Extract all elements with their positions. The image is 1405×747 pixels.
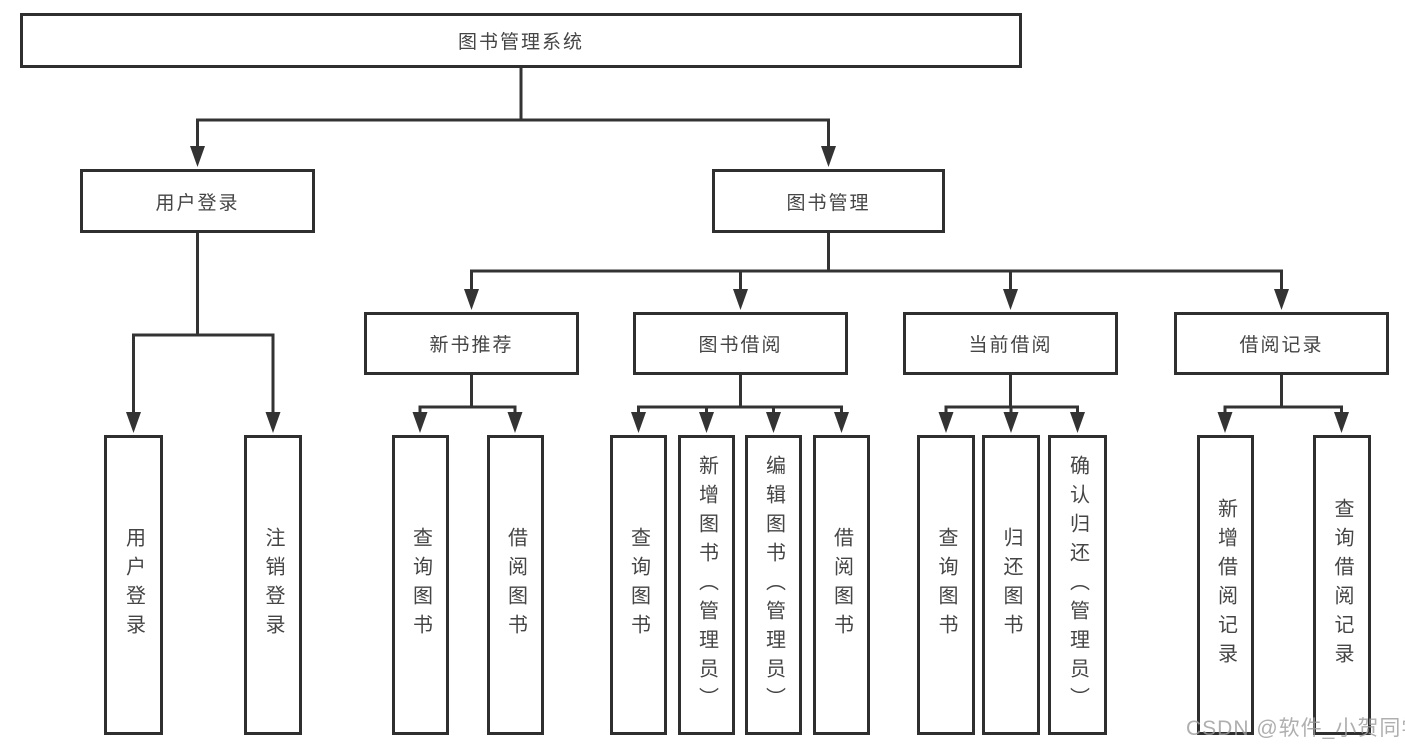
node-label: 借阅图书 (504, 527, 527, 643)
node-label: 查询图书 (627, 527, 650, 643)
node-label: 新增借阅记录 (1214, 498, 1237, 672)
node-label: 归还图书 (1000, 527, 1022, 643)
node-label: 确认归还（管理员） (1066, 454, 1089, 716)
node-label: 用户登录 (155, 192, 240, 214)
watermark-text: CSDN @软件_小贺同学 (1186, 717, 1405, 740)
leaf-edit-books-admin: 编辑图书（管理员） (745, 435, 802, 735)
node-label: 用户登录 (122, 527, 145, 643)
node-label: 查询图书 (935, 527, 957, 643)
node-new-book-recommendation: 新书推荐 (364, 312, 579, 375)
leaf-borrow-books-recommend: 借阅图书 (487, 435, 544, 735)
node-label: 新书推荐 (429, 335, 514, 356)
node-label: 图书管理系统 (457, 32, 584, 53)
node-book-management: 图书管理 (712, 169, 945, 233)
node-library-system: 图书管理系统 (20, 13, 1022, 68)
node-label: 图书借阅 (698, 335, 783, 356)
leaf-logout: 注销登录 (244, 435, 302, 735)
node-label: 注销登录 (262, 527, 284, 643)
node-user-login: 用户登录 (80, 169, 315, 233)
node-label: 编辑图书（管理员） (762, 454, 785, 716)
node-label: 新增图书（管理员） (695, 454, 718, 716)
node-label: 查询图书 (409, 527, 432, 643)
node-borrowing-records: 借阅记录 (1174, 312, 1389, 375)
node-label: 借阅图书 (830, 527, 853, 643)
leaf-user-login: 用户登录 (104, 435, 163, 735)
leaf-query-books-recommend: 查询图书 (392, 435, 449, 735)
node-book-borrowing: 图书借阅 (633, 312, 848, 375)
node-current-borrowing: 当前借阅 (903, 312, 1118, 375)
node-label: 借阅记录 (1239, 335, 1324, 356)
leaf-confirm-return-admin: 确认归还（管理员） (1048, 435, 1107, 735)
node-label: 当前借阅 (968, 335, 1053, 356)
leaf-query-books-borrow: 查询图书 (610, 435, 667, 735)
leaf-add-borrow-record: 新增借阅记录 (1197, 435, 1254, 735)
leaf-return-books: 归还图书 (982, 435, 1040, 735)
leaf-borrow-books: 借阅图书 (813, 435, 870, 735)
node-label: 图书管理 (786, 192, 871, 214)
leaf-query-books-current: 查询图书 (917, 435, 975, 735)
leaf-add-books-admin: 新增图书（管理员） (678, 435, 735, 735)
leaf-query-borrow-record: 查询借阅记录 (1313, 435, 1371, 735)
node-label: 查询借阅记录 (1331, 498, 1353, 672)
